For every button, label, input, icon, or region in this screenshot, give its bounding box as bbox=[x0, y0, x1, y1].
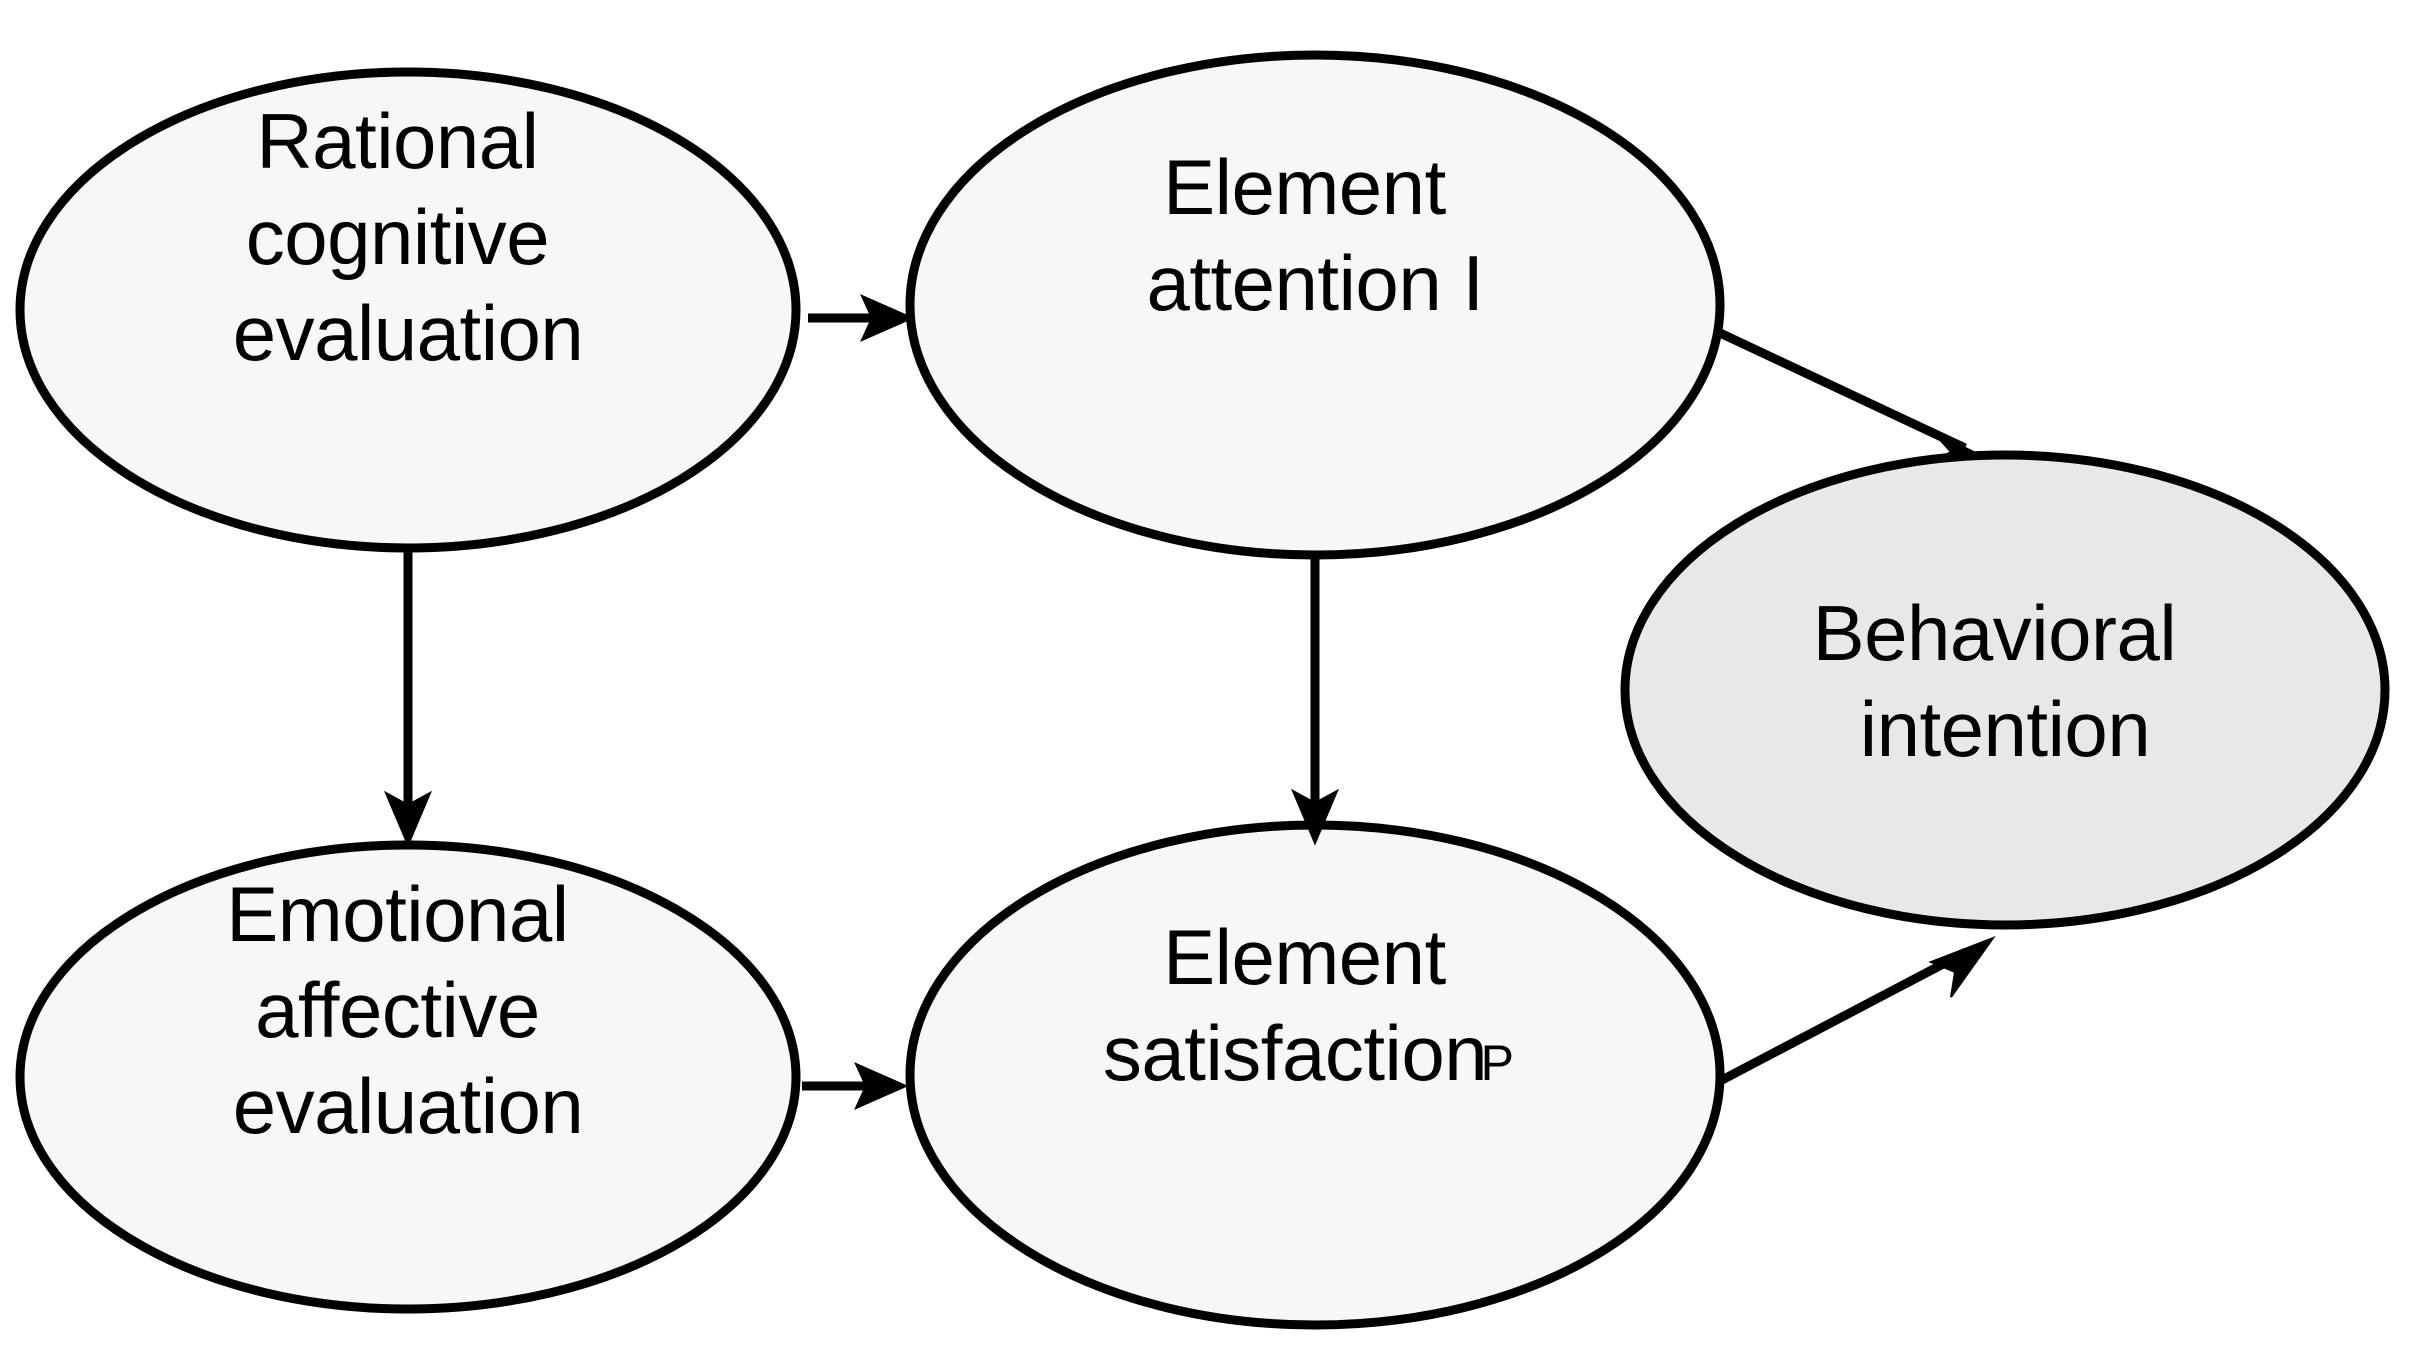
edge-emotional-to-satisfaction bbox=[802, 1062, 909, 1110]
node-behavioral-intention-label: Behavioral intention bbox=[1813, 589, 2198, 773]
node-element-satisfaction-suffix: P bbox=[1481, 1035, 1514, 1091]
node-emotional-affective-evaluation-label: Emotional affective evaluation bbox=[226, 870, 590, 1150]
node-rational-cognitive-evaluation-label: Rational cognitive evaluation bbox=[233, 97, 584, 377]
edge-attention-to-intention bbox=[1684, 312, 1993, 465]
node-element-attention[interactable]: Element attention I bbox=[905, 50, 1725, 560]
node-element-satisfaction[interactable]: Element satisfaction P bbox=[905, 820, 1725, 1330]
node-emotional-affective-evaluation[interactable]: Emotional affective evaluation bbox=[15, 840, 801, 1314]
edge-rational-to-attention bbox=[808, 294, 915, 342]
edge-rational-to-emotional bbox=[383, 548, 433, 848]
edge-attention-to-satisfaction bbox=[1290, 555, 1340, 846]
node-behavioral-intention[interactable]: Behavioral intention bbox=[1620, 450, 2390, 930]
node-element-satisfaction-label: Element satisfaction bbox=[1103, 913, 1487, 1097]
node-element-attention-label: Element attention I bbox=[1146, 143, 1483, 327]
edge-satisfaction-to-intention bbox=[1719, 935, 1996, 1084]
node-rational-cognitive-evaluation[interactable]: Rational cognitive evaluation bbox=[15, 67, 801, 553]
